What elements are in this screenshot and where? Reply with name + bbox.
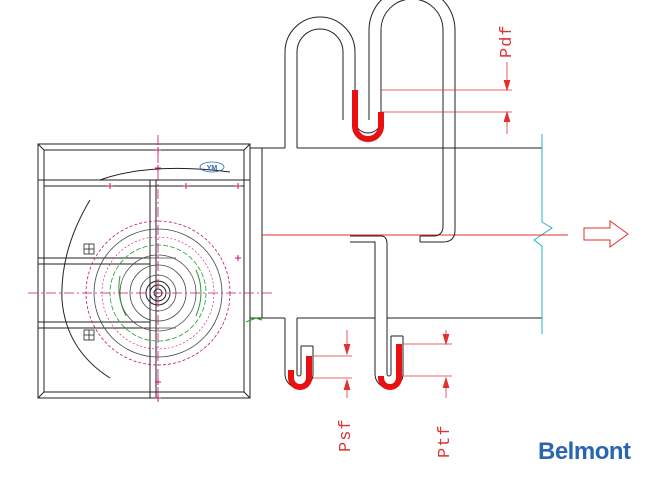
- ptf-dimension: [403, 330, 452, 398]
- ptf-fluid: [378, 344, 402, 390]
- alignment-marks: [107, 147, 241, 401]
- ptf-manometer-tube: [350, 235, 404, 389]
- green-outlet-mark: [245, 317, 263, 323]
- fan-badge: YM: [199, 161, 225, 173]
- zigzag-break-icon: [533, 210, 553, 252]
- ptf-label: Ptf: [436, 424, 455, 458]
- fan-badge-text: YM: [207, 165, 218, 172]
- fan-housing: [37, 143, 263, 399]
- psf-label: Psf: [337, 418, 356, 452]
- pdf-manometer-tube: [284, 0, 456, 243]
- flow-arrow-icon: [583, 220, 629, 248]
- brand-logo: Belmont: [538, 438, 631, 465]
- pdf-dimension: [381, 62, 512, 134]
- fan-centerlines: [28, 135, 272, 405]
- pdf-fluid: [352, 90, 384, 142]
- bolt-marks: [83, 243, 95, 341]
- duct: [262, 147, 542, 319]
- psf-fluid: [288, 356, 312, 390]
- pdf-label: Pdf: [498, 24, 517, 58]
- psf-dimension: [313, 330, 352, 398]
